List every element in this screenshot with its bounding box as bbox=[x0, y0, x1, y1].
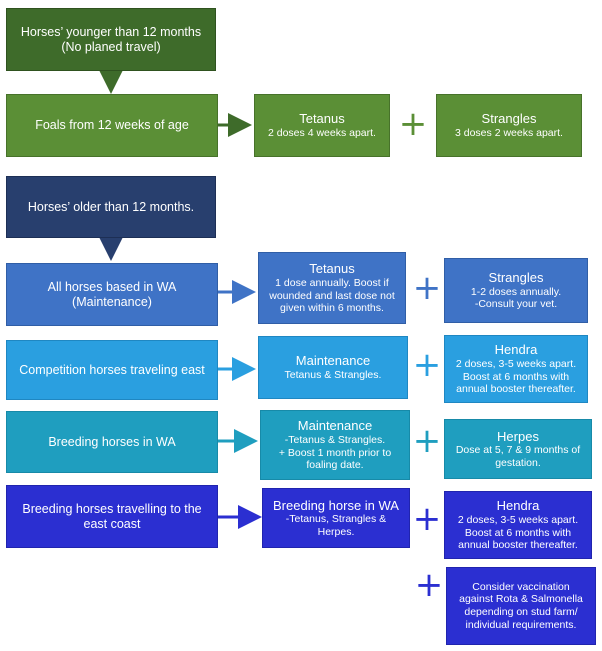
row4-label-box: Breeding horses travelling to the east c… bbox=[6, 485, 218, 548]
row1-box1: Tetanus 1 dose annually. Boost if wounde… bbox=[258, 252, 406, 324]
plus-icon: + bbox=[412, 268, 442, 308]
younger-header-line1: Horses’ younger than 12 months bbox=[20, 24, 202, 39]
extra-line3: depending on stud farm/ bbox=[464, 606, 578, 618]
row4-box1-title: Breeding horse in WA bbox=[273, 497, 399, 513]
row1-box1-line3: given within 6 months. bbox=[280, 302, 384, 315]
row4-box1-line1: -Tetanus, Strangles & bbox=[285, 513, 387, 526]
plus-icon: + bbox=[412, 345, 442, 385]
row3-box1-line1: -Tetanus & Strangles. bbox=[284, 433, 386, 446]
row2-label-box: Competition horses traveling east bbox=[6, 340, 218, 400]
older-header-label: Horses’ older than 12 months. bbox=[27, 199, 195, 214]
row3-box2-line1: Dose at 5, 7 & 9 months of bbox=[455, 444, 581, 457]
row2-box1-title: Maintenance bbox=[295, 353, 371, 369]
plus-icon: + bbox=[412, 499, 442, 539]
row3-box1-line3: foaling date. bbox=[306, 459, 364, 472]
row2-box2-line1: 2 doses, 3-5 weeks apart. bbox=[455, 357, 577, 370]
foals-label: Foals from 12 weeks of age bbox=[35, 118, 189, 132]
row4-box2: Hendra 2 doses, 3-5 weeks apart. Boost a… bbox=[444, 491, 592, 559]
row4-label-line2: east coast bbox=[83, 516, 141, 531]
row2-box2-line3: annual booster thereafter. bbox=[456, 383, 576, 396]
row4-box1: Breeding horse in WA -Tetanus, Strangles… bbox=[262, 488, 410, 548]
row2-box1-line1: Tetanus & Strangles. bbox=[284, 369, 382, 381]
row1-box2-line2: -Consult your vet. bbox=[474, 298, 558, 311]
extra-recommendation-box: Consider vaccination against Rota & Salm… bbox=[446, 567, 596, 645]
row1-box2: Strangles 1-2 doses annually. -Consult y… bbox=[444, 258, 588, 323]
row1-box2-line1: 1-2 doses annually. bbox=[470, 285, 562, 298]
row3-label-box: Breeding horses in WA bbox=[6, 411, 218, 473]
row3-box1-line2: + Boost 1 month prior to bbox=[278, 446, 392, 459]
row3-label: Breeding horses in WA bbox=[48, 434, 176, 449]
plus-icon: + bbox=[398, 104, 428, 144]
extra-line4: individual requirements. bbox=[465, 618, 577, 631]
row4-label-line1: Breeding horses travelling to the bbox=[22, 501, 202, 516]
row2-box2-title: Hendra bbox=[494, 342, 538, 358]
younger-header-line2: (No planed travel) bbox=[61, 39, 161, 54]
row1-box2-title: Strangles bbox=[488, 270, 544, 286]
row4-box2-line3: annual booster thereafter. bbox=[458, 539, 578, 552]
older-horses-header: Horses’ older than 12 months. bbox=[6, 176, 216, 238]
row4-box2-title: Hendra bbox=[496, 498, 540, 514]
extra-line1: Consider vaccination bbox=[472, 580, 570, 593]
row3-box1: Maintenance -Tetanus & Strangles. + Boos… bbox=[260, 410, 410, 480]
foals-strangles-box: Strangles 3 doses 2 weeks apart. bbox=[436, 94, 582, 157]
foals-tetanus-line: 2 doses 4 weeks apart. bbox=[268, 127, 376, 139]
row2-label: Competition horses traveling east bbox=[19, 362, 205, 377]
extra-line2: against Rota & Salmonella bbox=[459, 593, 583, 606]
row4-box2-line2: Boost at 6 months with bbox=[464, 526, 572, 539]
row3-box2-title: Herpes bbox=[497, 428, 539, 444]
row1-box1-line2: wounded and last dose not bbox=[269, 289, 395, 302]
row1-label-box: All horses based in WA (Maintenance) bbox=[6, 263, 218, 326]
foals-tetanus-title: Tetanus bbox=[299, 111, 345, 127]
foals-tetanus-box: Tetanus 2 doses 4 weeks apart. bbox=[254, 94, 390, 157]
plus-icon: + bbox=[412, 421, 442, 461]
row2-box2-line2: Boost at 6 months with bbox=[462, 370, 570, 383]
row3-box1-title: Maintenance bbox=[297, 418, 373, 434]
row1-box1-line1: 1 dose annually. Boost if bbox=[275, 276, 389, 289]
row1-label-line1: All horses based in WA bbox=[47, 279, 177, 294]
younger-horses-header: Horses’ younger than 12 months (No plane… bbox=[6, 8, 216, 71]
row4-box1-line2: Herpes. bbox=[317, 525, 355, 538]
row4-box2-line1: 2 doses, 3-5 weeks apart. bbox=[457, 513, 579, 526]
row3-box2-line2: gestation. bbox=[495, 456, 541, 469]
row2-box1: Maintenance Tetanus & Strangles. bbox=[258, 336, 408, 399]
row1-box1-title: Tetanus bbox=[309, 261, 355, 277]
foals-strangles-title: Strangles bbox=[481, 111, 537, 127]
foals-box: Foals from 12 weeks of age bbox=[6, 94, 218, 157]
row3-box2: Herpes Dose at 5, 7 & 9 months of gestat… bbox=[444, 419, 592, 479]
foals-strangles-line: 3 doses 2 weeks apart. bbox=[455, 127, 563, 139]
row1-label-line2: (Maintenance) bbox=[72, 294, 152, 309]
row2-box2: Hendra 2 doses, 3-5 weeks apart. Boost a… bbox=[444, 335, 588, 403]
plus-icon: + bbox=[414, 565, 444, 605]
